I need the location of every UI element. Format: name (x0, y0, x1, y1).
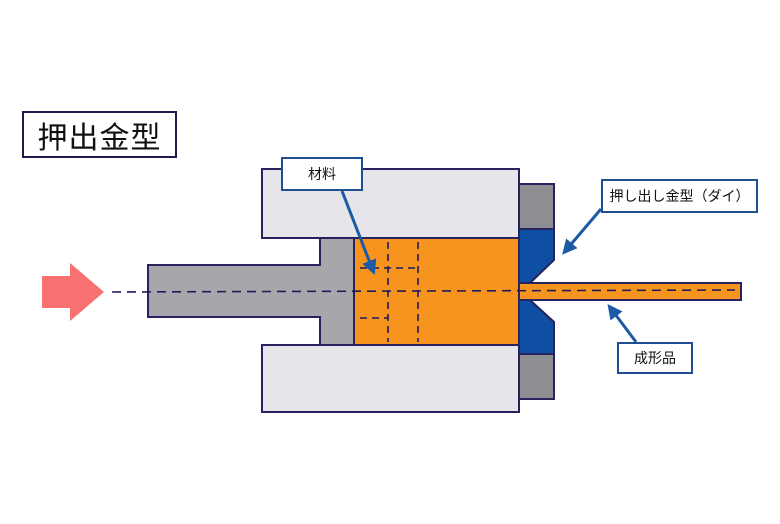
extruded-product (518, 282, 742, 301)
material-callout-arrow (340, 190, 377, 275)
product-label: 成形品 (617, 342, 693, 374)
die-holder-upper (518, 183, 555, 230)
die-callout-arrow (562, 208, 603, 255)
product-callout-arrow (607, 304, 638, 343)
right-arrow-icon (42, 263, 104, 321)
material-label: 材料 (281, 157, 363, 191)
die-lower (518, 299, 555, 355)
die-label: 押し出し金型（ダイ） (601, 179, 758, 213)
container-lower (261, 344, 520, 413)
die-upper (518, 228, 555, 284)
die-holder-lower (518, 353, 555, 400)
page-title: 押出金型 (22, 111, 177, 158)
